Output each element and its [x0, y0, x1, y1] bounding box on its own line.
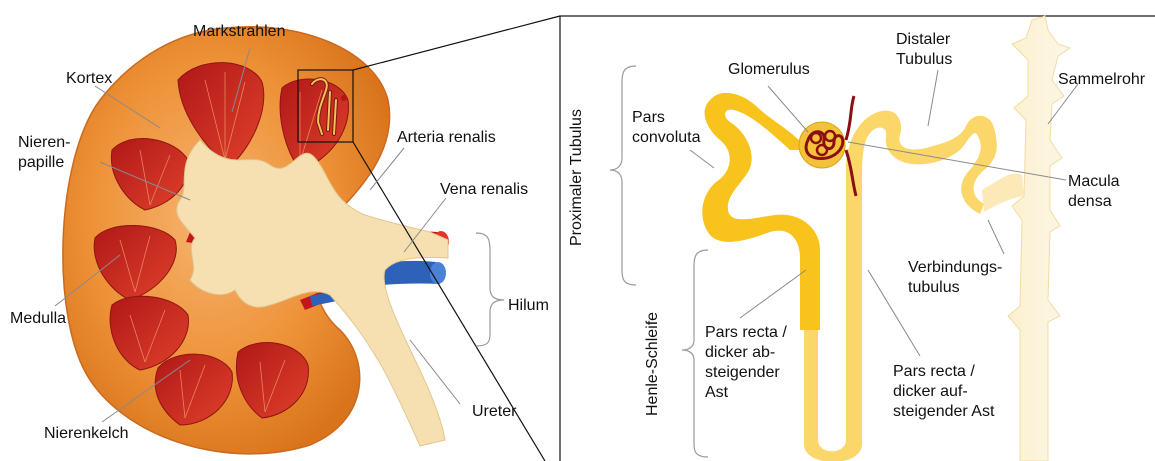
label-sammelrohr: Sammelrohr	[1058, 70, 1145, 90]
label-hilum: Hilum	[508, 296, 549, 316]
label-proximaler-tubulus: Proximaler Tubulus	[568, 109, 586, 246]
hilum-bracket	[476, 233, 504, 346]
label-pars-recta-aufsteigend: Pars recta / dicker auf- steigender Ast	[893, 362, 994, 422]
label-henle-schleife: Henle-Schleife	[644, 312, 662, 416]
label-markstrahlen: Markstrahlen	[193, 22, 285, 42]
label-medulla: Medulla	[10, 309, 66, 329]
label-verbindungstubulus: Verbindungs- tubulus	[908, 258, 1002, 298]
label-pars-recta-absteigend: Pars recta / dicker ab- steigender Ast	[705, 323, 787, 403]
label-vena-renalis: Vena renalis	[440, 180, 528, 200]
label-kortex: Kortex	[66, 69, 112, 89]
label-pars-convoluta: Pars convoluta	[632, 108, 701, 148]
label-distaler-tubulus: Distaler Tubulus	[896, 30, 952, 70]
label-nierenkelch: Nierenkelch	[44, 424, 128, 444]
label-macula-densa: Macula densa	[1068, 172, 1120, 212]
zoom-line	[353, 16, 560, 70]
kidney-illustration	[63, 27, 449, 454]
label-arteria-renalis: Arteria renalis	[397, 128, 496, 148]
label-nierenpapille: Nieren- papille	[18, 133, 70, 173]
label-glomerulus: Glomerulus	[728, 60, 810, 80]
label-ureter: Ureter	[472, 402, 516, 422]
